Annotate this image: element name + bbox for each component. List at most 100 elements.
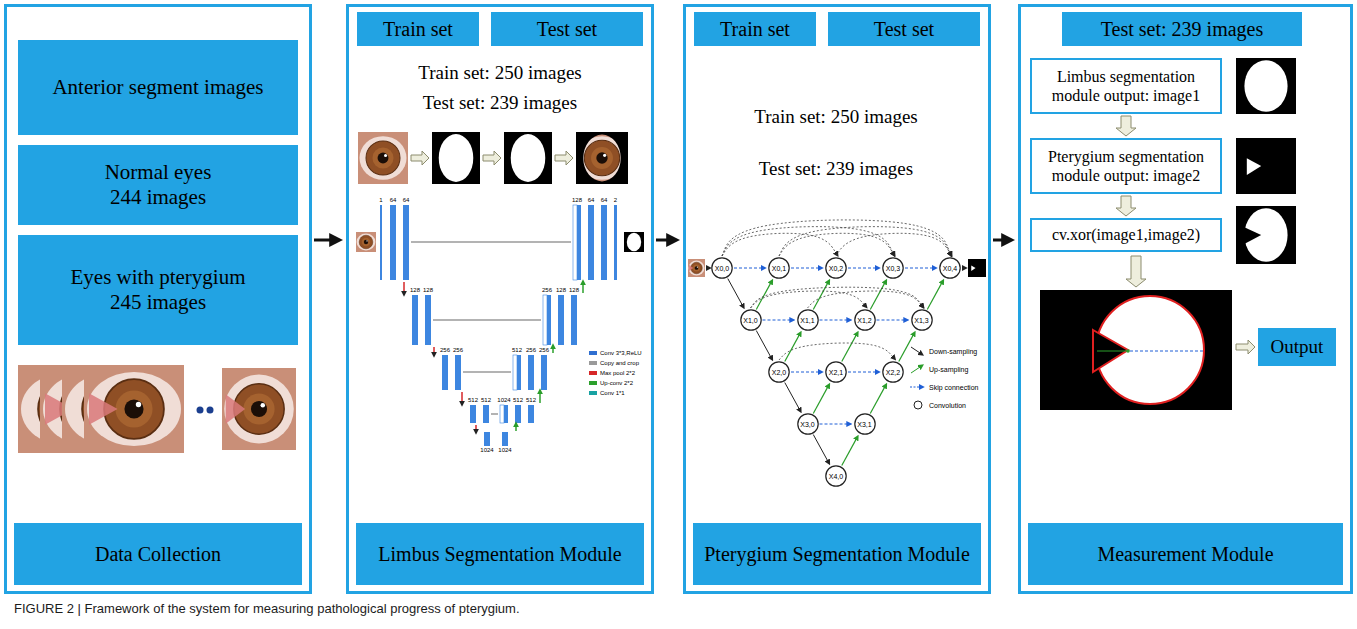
pupil	[378, 153, 389, 164]
legend-item: Conv 1*1	[589, 390, 625, 396]
feature-map	[455, 355, 461, 390]
legend-item: Convolution	[910, 400, 966, 410]
network-node: X2,1	[825, 361, 847, 383]
feature-map	[504, 405, 508, 423]
legend-swatch	[589, 391, 597, 395]
channel-count: 64	[395, 197, 417, 204]
network-node: X3,0	[797, 413, 819, 435]
feature-map	[601, 205, 607, 280]
legend-text: Max pool 2*2	[600, 370, 635, 376]
blue-box: Train set	[357, 12, 479, 46]
network-node: X0,1	[768, 257, 790, 279]
label-slot: Test set: 239 images	[350, 92, 650, 115]
channel-count: 1	[370, 197, 392, 204]
legend-text: Up-sampling	[929, 366, 968, 373]
up-conv-arrow	[552, 348, 554, 353]
node-circle	[854, 414, 874, 434]
feature-map	[380, 205, 382, 280]
node-circle	[712, 258, 732, 278]
dataset-note: Test set: 239 images	[350, 92, 650, 115]
photo-skin	[358, 132, 408, 184]
channel-count: 512	[506, 347, 528, 354]
feature-map	[588, 205, 594, 280]
network-node: X0,2	[825, 257, 847, 279]
box-text: Normal eyes 244 images	[93, 160, 223, 210]
node-label: X1,3	[914, 317, 928, 324]
feature-map	[390, 205, 396, 280]
iris	[359, 235, 373, 249]
label-slot: 64	[580, 197, 602, 204]
flow-arrow	[1126, 256, 1146, 287]
pupil	[364, 240, 368, 244]
label-slot: Train set: 250 images	[686, 106, 986, 129]
feature-map	[528, 405, 534, 423]
skip-connector	[820, 320, 848, 321]
limbus-region	[511, 134, 546, 182]
sclera	[360, 136, 407, 180]
channel-count: 512	[462, 397, 484, 404]
node-label: X1,0	[743, 317, 757, 324]
node-label: X1,1	[800, 317, 814, 324]
crop-mask	[576, 132, 628, 184]
highlight	[603, 154, 606, 157]
node-label: X2,1	[829, 369, 843, 376]
legend-text: Copy and crop	[600, 360, 639, 366]
photo-skin	[576, 132, 628, 184]
pupil	[251, 401, 267, 417]
photo-skin	[222, 368, 296, 450]
ellipsis-dot	[207, 407, 214, 414]
node-label: X0,4	[943, 265, 957, 272]
pterygium-notch	[1093, 330, 1128, 372]
pterygium-notch	[1244, 227, 1261, 244]
legend-item: Down-sampling	[910, 346, 977, 356]
channel-count: 2	[605, 197, 627, 204]
network-node: X0,0	[711, 257, 733, 279]
feature-map	[614, 205, 617, 280]
blue-box: Test set	[828, 12, 980, 46]
box-text: Eyes with pterygium 245 images	[56, 265, 261, 315]
output-box: Limbus segmentation module output: image…	[1030, 58, 1222, 114]
channel-count: 1024	[476, 447, 498, 454]
node-label: X3,0	[800, 421, 814, 428]
channel-count: 64	[593, 197, 615, 204]
dataset-note: Train set: 250 images	[686, 106, 986, 129]
dense-connector	[779, 343, 893, 360]
measurement-result	[1040, 290, 1232, 410]
mask-image	[1236, 206, 1296, 264]
pterygium-tissue	[226, 394, 245, 424]
channel-count: 1024	[494, 447, 516, 454]
up-connector	[870, 387, 885, 414]
iris-inner	[243, 393, 274, 424]
feature-map	[470, 405, 476, 423]
node-circle	[740, 310, 760, 330]
mask-ground	[1236, 206, 1296, 264]
legend-text: Down-sampling	[929, 348, 977, 355]
node-circle	[911, 310, 931, 330]
eye-photo	[688, 259, 705, 277]
node-circle	[769, 258, 789, 278]
channel-count: 512	[475, 397, 497, 404]
box-text: Test set: 239 images	[1101, 17, 1263, 41]
flow-arrow	[1116, 116, 1136, 136]
label-slot: 512	[520, 397, 542, 404]
photo-skin	[84, 365, 184, 453]
node-circle	[940, 258, 960, 278]
node-label: X2,0	[772, 369, 786, 376]
legend-swatch	[589, 371, 597, 375]
network-node: X1,1	[797, 309, 819, 331]
skip-connector	[848, 372, 876, 373]
sclera	[224, 375, 294, 444]
iris-inner	[693, 264, 700, 271]
blue-box: Eyes with pterygium 245 images	[18, 235, 298, 345]
module-title: Data Collection	[14, 523, 302, 585]
pupil	[124, 399, 143, 418]
label-slot: Train set: 250 images	[350, 62, 650, 85]
up-connector	[842, 335, 857, 362]
mask-ground	[968, 259, 986, 277]
channel-count: 512	[507, 397, 529, 404]
dense-connector	[751, 291, 865, 308]
mask-ground	[624, 232, 644, 252]
label-slot: 128	[550, 287, 572, 294]
legend-symbol	[910, 364, 926, 374]
up-sampling-symbol	[911, 367, 920, 373]
